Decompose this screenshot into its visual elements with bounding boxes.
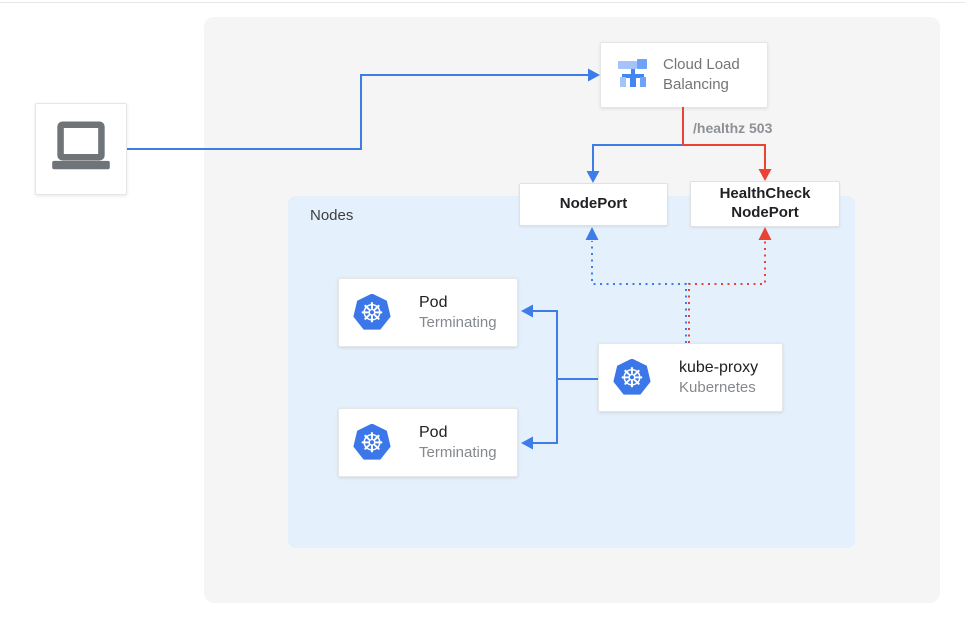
kube-proxy-title: kube-proxy [679,358,759,376]
healthz-status-label: /healthz 503 [693,120,773,136]
nodes-group-label: Nodes [310,207,354,224]
load-balancer-icon [615,55,651,96]
kube-proxy-subtitle: Kubernetes [679,378,756,396]
page-top-divider [0,2,965,3]
pod-node: ☸ Pod Terminating [338,408,518,477]
kubernetes-icon: ☸ [613,358,651,395]
cloud-load-balancing-label: Cloud Load Balancing [663,55,740,93]
cloud-load-balancing-node: Cloud Load Balancing [600,42,768,108]
pod-node: ☸ Pod Terminating [338,278,518,347]
pod-title: Pod [419,423,448,441]
healthcheck-nodeport-node: HealthCheck NodePort [690,181,840,227]
client-node [35,103,127,195]
pod-status: Terminating [419,443,497,461]
kubernetes-icon: ☸ [353,423,391,460]
pod-status: Terminating [419,313,497,331]
laptop-icon [48,120,114,178]
kubernetes-icon: ☸ [353,293,391,330]
nodeport-node: NodePort [519,183,668,226]
pod-title: Pod [419,293,448,311]
kube-proxy-node: ☸ kube-proxy Kubernetes [598,343,783,412]
